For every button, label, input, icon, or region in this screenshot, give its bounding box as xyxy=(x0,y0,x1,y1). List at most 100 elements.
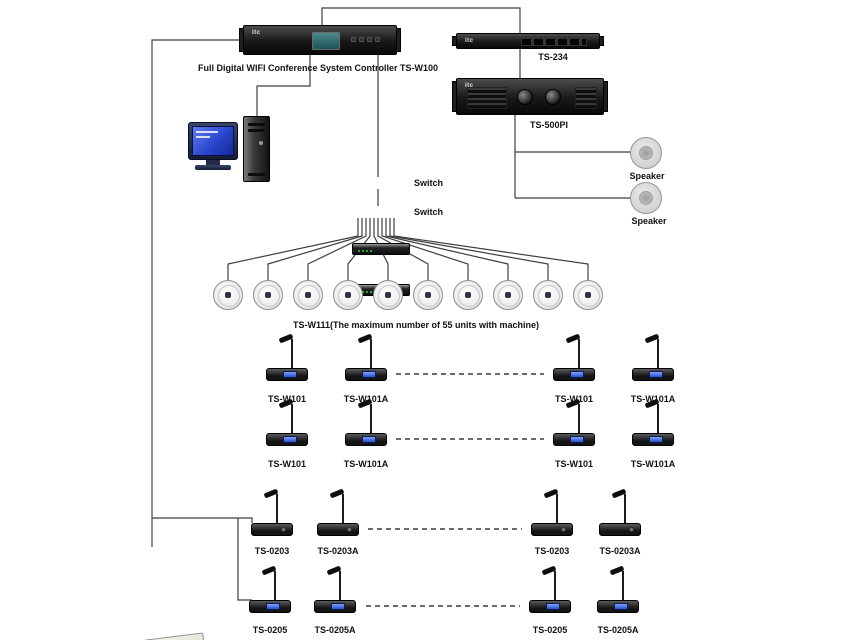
ceiling-unit xyxy=(293,280,323,310)
mic-screen xyxy=(362,371,376,378)
switch-bottom-label: Switch xyxy=(414,207,444,217)
mic-gooseneck xyxy=(622,571,624,600)
monitor-neck xyxy=(206,160,220,165)
mic-gooseneck xyxy=(556,494,558,523)
pc-tower xyxy=(243,116,270,182)
monitor-frame xyxy=(188,122,238,160)
mic-gooseneck xyxy=(657,339,659,368)
wire-trunk-to-bottom-mics xyxy=(152,517,253,601)
rack-ear-left xyxy=(452,36,457,46)
amp-gain-knob xyxy=(545,89,561,105)
mic-base xyxy=(251,523,293,536)
mic-ts-0205a xyxy=(312,565,358,613)
mic-talk-button xyxy=(347,527,352,532)
speaker-top-label: Speaker xyxy=(629,171,665,181)
wire-fan-1 xyxy=(227,218,359,281)
mic-screen xyxy=(331,603,345,610)
wire-ts500pi-to-speakers xyxy=(514,115,632,199)
mic-talk-button xyxy=(629,527,634,532)
mic-ts-w101 xyxy=(551,333,597,381)
amp-vent-left xyxy=(467,87,507,109)
controller-buttons xyxy=(351,37,380,42)
ceiling-unit xyxy=(453,280,483,310)
mic-ts-w101a xyxy=(343,333,389,381)
mic-gooseneck xyxy=(370,339,372,368)
mic-ts-w101 xyxy=(551,398,597,446)
ceiling-unit xyxy=(493,280,523,310)
mic-screen xyxy=(649,436,663,443)
screen-content-line xyxy=(196,131,218,133)
mic-screen xyxy=(283,371,297,378)
mic-ts-0203a xyxy=(315,488,361,536)
rack-ear-right xyxy=(599,36,604,46)
mic-ts-0205 xyxy=(527,565,573,613)
speaker-bottom-label: Speaker xyxy=(631,216,667,226)
mic-gooseneck xyxy=(342,494,344,523)
wire-controller-to-pc xyxy=(256,55,311,116)
controller-label: Full Digital WIFI Conference System Cont… xyxy=(197,63,439,73)
tower-drive-slot xyxy=(248,123,265,126)
mic-gooseneck xyxy=(554,571,556,600)
mic-label: TS-W101 xyxy=(554,394,594,404)
mic-label: TS-0203A xyxy=(599,546,641,556)
pc-monitor xyxy=(188,122,238,170)
mic-gooseneck xyxy=(276,494,278,523)
mic-label: TS-W101A xyxy=(630,394,676,404)
ceiling-unit xyxy=(573,280,603,310)
mic-gooseneck xyxy=(291,404,293,433)
mic-label: TS-W101A xyxy=(343,459,389,469)
mic-gooseneck xyxy=(274,571,276,600)
wire-fan-10 xyxy=(393,218,589,281)
network-switch-top xyxy=(352,243,410,255)
controller-screen xyxy=(312,32,340,50)
amp-vent-right xyxy=(575,87,597,109)
monitor-screen xyxy=(192,126,234,156)
screen-content-line xyxy=(196,136,210,138)
rack-ear-right xyxy=(603,81,608,112)
wire-controller-to-ts234 xyxy=(321,7,521,34)
mic-ts-w101 xyxy=(264,398,310,446)
amp-volume-knob xyxy=(517,89,533,105)
mic-label: TS-0203 xyxy=(534,546,570,556)
mic-gooseneck xyxy=(578,404,580,433)
controller-device: itc xyxy=(239,25,401,55)
mic-label: TS-W101A xyxy=(343,394,389,404)
itc-logo: itc xyxy=(465,38,474,44)
mic-screen xyxy=(614,603,628,610)
mic-screen xyxy=(362,436,376,443)
ceiling-row-label: TS-W111(The maximum number of 55 units w… xyxy=(293,320,540,330)
tower-power-button xyxy=(259,141,263,145)
ts234-label: TS-234 xyxy=(538,52,568,62)
mic-gooseneck xyxy=(291,339,293,368)
rack-ear-left xyxy=(452,81,457,112)
mic-base xyxy=(531,523,573,536)
mic-ts-w101a xyxy=(343,398,389,446)
mic-label: TS-0205A xyxy=(597,625,639,635)
mic-ts-0203 xyxy=(249,488,295,536)
mic-label: TS-W101 xyxy=(267,459,307,469)
mic-screen xyxy=(570,436,584,443)
ts500pi-label: TS-500PI xyxy=(529,120,569,130)
mic-ts-w101a xyxy=(630,333,676,381)
speaker-bottom xyxy=(630,182,662,214)
wire-fan-7 xyxy=(381,218,469,281)
ceiling-unit xyxy=(413,280,443,310)
speaker-top xyxy=(630,137,662,169)
wire-left-trunk xyxy=(151,39,243,547)
wire-fan-2 xyxy=(267,218,363,281)
mic-label: TS-W101A xyxy=(630,459,676,469)
ceiling-unit xyxy=(373,280,403,310)
itc-logo: itc xyxy=(252,30,261,36)
tower-drive-slot xyxy=(248,129,265,132)
mic-gooseneck xyxy=(339,571,341,600)
mic-ts-0203a xyxy=(597,488,643,536)
mic-screen xyxy=(283,436,297,443)
mic-ts-w101 xyxy=(264,333,310,381)
mic-gooseneck xyxy=(578,339,580,368)
switch-leds xyxy=(358,250,372,252)
mic-label: TS-0203 xyxy=(254,546,290,556)
mic-gooseneck xyxy=(657,404,659,433)
mic-screen xyxy=(266,603,280,610)
